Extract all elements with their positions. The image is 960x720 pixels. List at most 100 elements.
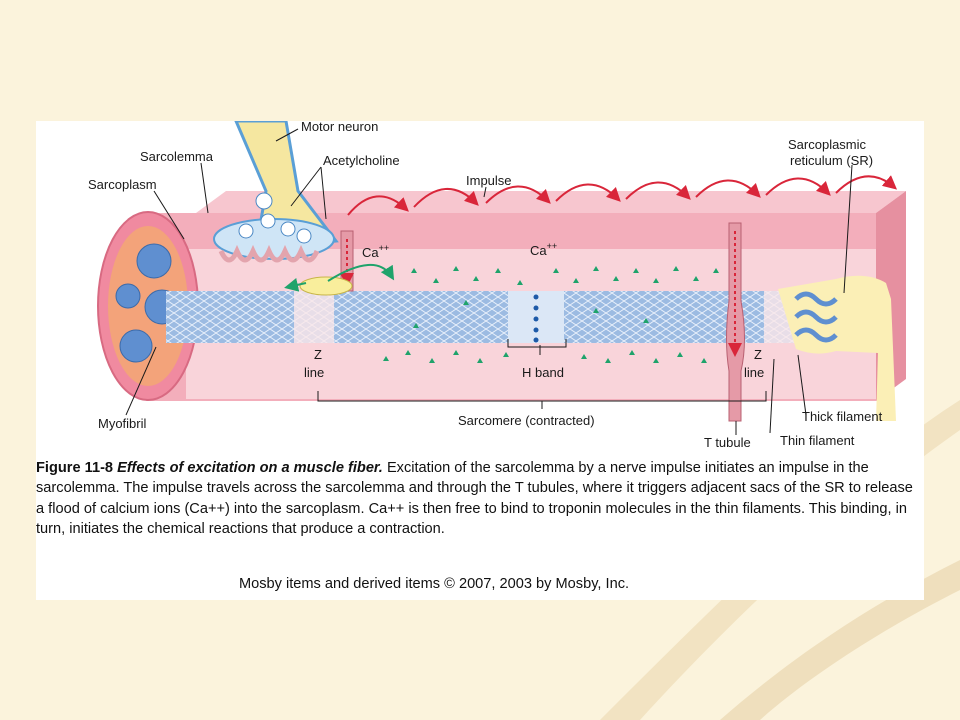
calcium-ion [453,266,459,271]
vesicle [280,221,296,237]
calcium-ion [413,323,419,328]
calcium-ion [433,278,439,283]
impulse-arc [625,181,691,200]
label-impulse: Impulse [466,173,512,188]
calcium-ion [581,354,587,359]
leader-line [320,166,327,220]
ca-charge: ++ [379,243,390,253]
label-sr-line1: Sarcoplasmic [788,137,867,152]
leader-lines [125,128,853,435]
calcium-release-arrow [327,263,395,282]
sr-sac [299,276,353,296]
label-sarcoplasm: Sarcoplasm [88,177,157,192]
sr-filament-coil [794,291,838,307]
calcium-release-arrow [284,277,307,292]
leader-line [797,354,807,416]
label-myofibril: Myofibril [98,416,147,431]
label-ca-center: Ca++ [530,241,557,258]
impulse-arc [485,185,551,204]
ca-charge: ++ [547,241,558,251]
label-z-left-1: Z [314,347,322,362]
calcium-ion [477,358,483,363]
label-z-right-2: line [744,365,764,380]
calcium-ion [453,350,459,355]
myofibril-cross-sections [115,243,180,363]
calcium-ion [383,356,389,361]
vesicle [260,213,276,229]
copyright-credit: Mosby items and derived items © 2007, 20… [238,576,630,592]
label-motor-neuron: Motor neuron [301,121,378,134]
calcium-ion [593,266,599,271]
h-band-dot [533,305,539,311]
calcium-ion [701,358,707,363]
label-sarcolemma: Sarcolemma [140,149,214,164]
sr-filament-coil [794,309,838,325]
z-line-left [294,291,334,343]
myofibril-circle [136,243,172,279]
leader-line [483,186,487,198]
leader-line [769,358,775,434]
motor-neuron [213,121,339,263]
impulse-arrows [347,175,898,216]
sr-filament-bundle [794,291,838,343]
calcium-ion [463,300,469,305]
label-thick-filament: Thick filament [802,409,883,424]
h-band-dot [533,316,539,322]
calcium-ion [593,308,599,313]
h-band-dot [533,337,539,343]
impulse-arc [765,177,831,196]
leader-line [200,162,209,214]
calcium-ion [553,268,559,273]
myofibril [166,291,876,343]
label-acetylcholine: Acetylcholine [323,153,400,168]
caption-body: Excitation of the sarcolemma by a nerve … [36,460,913,538]
leader-line [290,166,322,207]
calcium-ion [613,276,619,281]
calcium-ion [429,358,435,363]
label-z-left-2: line [304,365,324,380]
impulse-arc [695,179,761,198]
calcium-ion [633,268,639,273]
caption-figure-number: Figure 11-8 [36,460,114,476]
calcium-ion [517,280,523,285]
calcium-ion [605,358,611,363]
caption-figure-title: Effects of excitation on a muscle fiber. [117,460,383,476]
leader-line [843,164,853,294]
calcium-ion [643,318,649,323]
calcium-ion [573,278,579,283]
label-sarcomere: Sarcomere (contracted) [458,413,595,428]
calcium-ion [677,352,683,357]
h-band-bracket [507,339,567,348]
calcium-ion [653,358,659,363]
calcium-ion [405,350,411,355]
calcium-ion [629,350,635,355]
sr-filament-coil [794,327,838,343]
figure-caption: Figure 11-8 Effects of excitation on a m… [36,458,924,540]
label-t-tubule: T tubule [704,435,751,450]
figure-panel: Motor neuron Sarcolemma Acetylcholine Sa… [36,121,924,600]
leader-line [153,190,185,240]
h-band-dot [533,327,539,333]
vesicle [255,192,273,210]
t-tubules [340,222,745,422]
background-swoosh-lower [720,560,960,720]
label-ca-left: Ca++ [362,243,389,260]
label-z-right-1: Z [754,347,762,362]
muscle-fiber-diagram: Motor neuron Sarcolemma Acetylcholine Sa… [88,121,906,450]
calcium-ions [383,266,719,363]
impulse-arc [347,195,409,216]
calcium-ion [495,268,501,273]
h-band-markers [533,294,539,343]
impulse-arc [413,187,479,208]
postsynaptic-folds [218,244,320,263]
label-thin-filament: Thin filament [780,433,855,448]
vesicle [238,223,254,239]
calcium-ion [503,352,509,357]
ca-text: Ca [362,245,379,260]
label-sr-line2: reticulum (SR) [790,153,873,168]
impulse-arc [835,175,898,194]
calcium-ion [411,268,417,273]
myofibril-circle [119,329,153,363]
label-h-band: H band [522,365,564,380]
myofibril-circle [115,283,141,309]
